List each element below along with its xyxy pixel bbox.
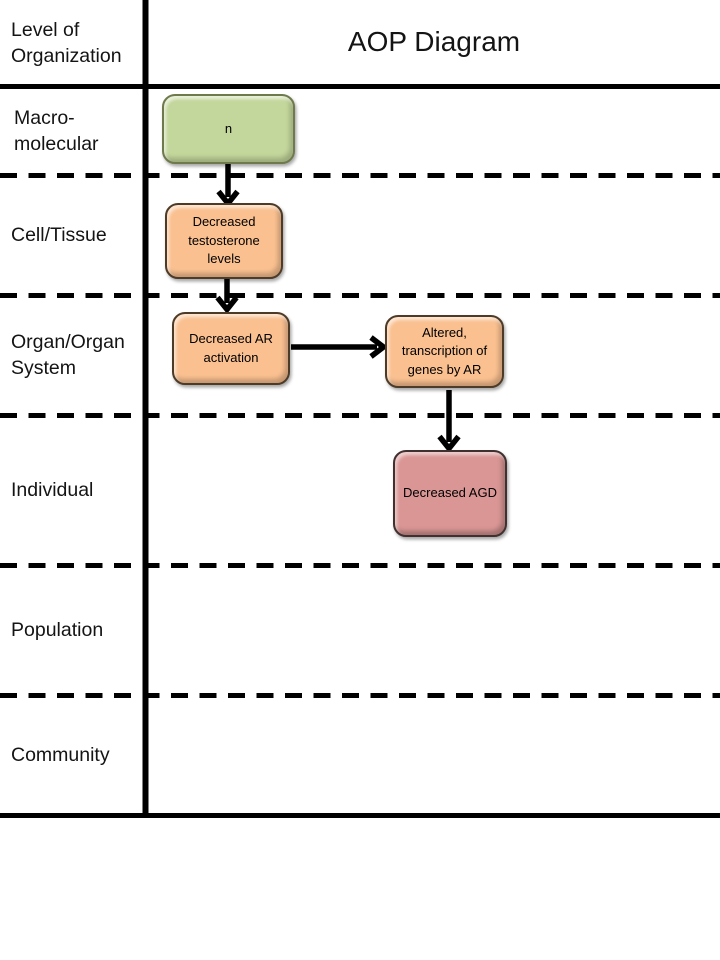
row-label-cell-tissue: Cell/Tissue [11, 223, 107, 246]
node-decreased-agd: Decreased AGD [393, 450, 507, 537]
row-label-macro-molecular: Macro-molecular [14, 106, 99, 155]
node-decreased-testosterone-label: Decreased testosterone levels [188, 214, 260, 267]
node-decreased-testosterone: Decreased testosterone levels [165, 203, 283, 279]
arrow-ar-activation-to-transcription [291, 335, 389, 359]
node-decreased-ar-activation: Decreased AR activation [172, 312, 290, 385]
node-decreased-agd-label: Decreased AGD [403, 485, 497, 501]
row-label-population: Population [11, 618, 104, 641]
node-decreased-ar-activation-label: Decreased AR activation [189, 331, 273, 365]
arrow-stressor-to-testosterone [216, 162, 240, 208]
page-title: AOP Diagram [347, 26, 521, 57]
column-header-level-of-organization: Level of Organization [11, 18, 122, 67]
node-altered-transcription: Altered, transcription of genes by AR [385, 315, 504, 388]
node-altered-transcription-label: Altered, transcription of genes by AR [401, 324, 488, 377]
node-stressor-label: n [224, 120, 233, 136]
arrow-transcription-to-agd [437, 390, 461, 453]
arrow-testosterone-to-ar-activation [215, 278, 239, 314]
row-label-organ-organ-system: Organ/Organ System [11, 330, 125, 379]
row-label-community: Community [11, 743, 110, 766]
node-stressor: n [162, 94, 295, 164]
row-label-individual: Individual [11, 478, 94, 501]
